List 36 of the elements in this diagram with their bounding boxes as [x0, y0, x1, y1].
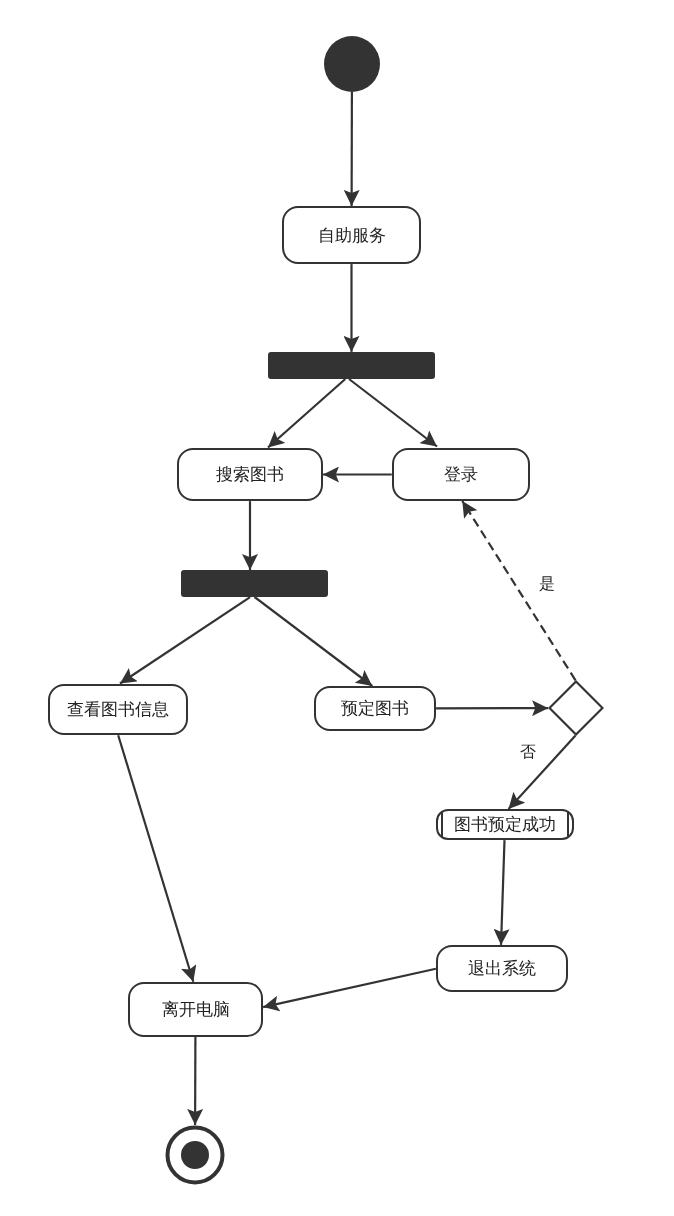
arrow	[343, 264, 360, 352]
arrow	[461, 500, 577, 681]
activity-label: 搜索图书	[216, 463, 284, 486]
arrow	[507, 734, 577, 810]
arrow	[187, 1037, 204, 1125]
fork-bar	[181, 570, 328, 597]
arrow	[262, 967, 437, 1012]
decision-diamond	[548, 680, 604, 736]
arrow	[323, 466, 392, 483]
activity-box	[392, 448, 530, 501]
arrow	[493, 840, 510, 945]
arrow	[117, 734, 197, 983]
arrow	[267, 378, 347, 449]
arrow	[253, 596, 373, 687]
arrow	[348, 378, 438, 448]
activity-box	[128, 982, 263, 1037]
activity-label: 查看图书信息	[67, 698, 169, 721]
end-node	[165, 1125, 225, 1185]
activity-box	[177, 448, 323, 501]
arrow	[436, 700, 549, 717]
fork-bar	[268, 352, 435, 379]
activity-box	[48, 684, 188, 735]
activity-box	[436, 945, 568, 992]
activity-label: 登录	[444, 463, 478, 486]
signal-box	[436, 809, 574, 840]
activity-label: 图书预定成功	[454, 813, 556, 836]
activity-box	[314, 686, 436, 731]
start-node	[324, 36, 380, 92]
activity-label: 预定图书	[341, 697, 409, 720]
activity-label: 离开电脑	[161, 998, 230, 1021]
arrow	[343, 92, 360, 206]
arrow	[119, 596, 251, 685]
activity-label: 自助服务	[317, 223, 386, 247]
arrow	[242, 501, 258, 570]
activity-label: 退出系统	[468, 957, 536, 980]
activity-box	[282, 206, 421, 264]
